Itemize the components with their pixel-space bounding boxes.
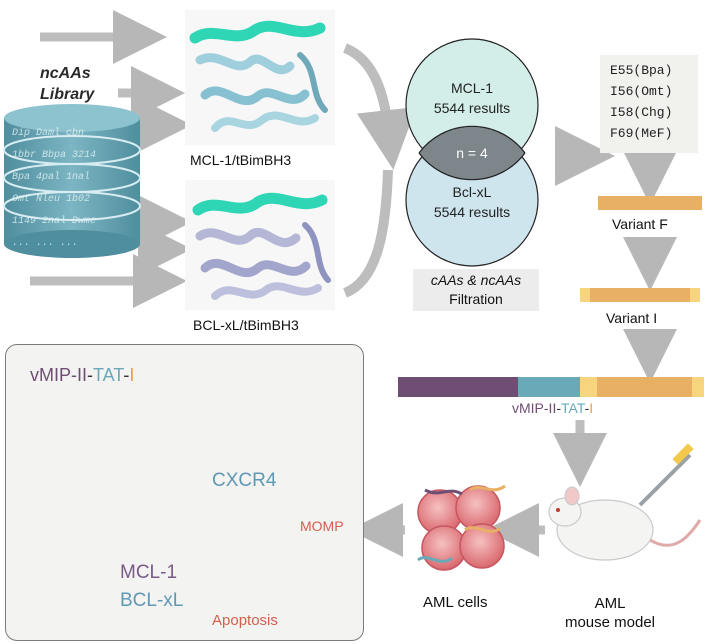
bclxl-structure-image — [185, 180, 335, 310]
mechanism-title-part-1: vMIP-II — [30, 365, 87, 385]
mutation-1: E55(Bpa) — [610, 63, 673, 78]
venn-top-results: 5544 results — [433, 100, 511, 116]
construct-part-2: TAT — [561, 400, 585, 416]
mcl1-target-label: MCL-1 — [120, 562, 178, 583]
venn-bottom-label: Bcl-xL 5544 results — [422, 182, 522, 222]
bclxl-target-label: BCL-xL — [120, 590, 184, 611]
structure-to-venn-arrows — [342, 43, 417, 298]
mechanism-panel — [5, 344, 364, 641]
library-title-2: Library — [40, 86, 95, 103]
database-row: 1149 2nal Dwme — [12, 216, 97, 227]
construct-sep-2: - — [584, 400, 590, 416]
filtration-line-2: Filtration — [449, 291, 503, 307]
aml-model-label: AML mouse model — [555, 594, 665, 632]
mechanism-title-part-2: TAT — [93, 365, 124, 385]
mechanism-title-sep-2: - — [123, 365, 130, 385]
database-row: ... ... ... — [12, 238, 79, 249]
venn-bottom-results: 5544 results — [433, 204, 511, 220]
database-row: Dip Daml cbn — [12, 128, 85, 139]
pipeline-down-arrows — [553, 151, 677, 487]
construct-sep-1: - — [556, 400, 562, 416]
construct-label: vMIP-II-TAT-I — [512, 400, 593, 416]
mechanism-title-part-3: I — [129, 365, 135, 385]
library-input-arrows — [30, 10, 192, 308]
database-row: 1bbr Bbpa 3214 — [12, 150, 97, 161]
venn-overlap-count: n = 4 — [456, 145, 488, 161]
library-title-1: ncAAs — [40, 65, 91, 82]
mcl1-structure-label: MCL-1/tBimBH3 — [190, 152, 292, 168]
variant-f-bar — [598, 196, 702, 210]
mechanism-title: vMIP-II-TAT-I — [30, 365, 134, 386]
mutations-box: E55(Bpa) I56(Omt) I58(Chg) F69(MeF) — [600, 55, 698, 153]
venn-diagram — [405, 38, 539, 267]
mutation-4: F69(MeF) — [610, 126, 673, 141]
database-row: Bpa 4pal 1nal — [12, 172, 91, 183]
filtration-line-1: cAAs & ncAAs — [430, 272, 522, 288]
aml-model-line-1: AML — [594, 595, 626, 612]
cxcr4-label: CXCR4 — [212, 470, 277, 491]
venn-top-name: MCL-1 — [450, 80, 493, 96]
aml-model-line-2: mouse model — [564, 614, 656, 631]
mutation-3: I58(Chg) — [610, 105, 673, 120]
aml-cells-illustration — [417, 484, 506, 571]
mutation-2: I56(Omt) — [610, 84, 673, 99]
variant-f-label: Variant F — [612, 216, 668, 232]
momp-label: MOMP — [300, 518, 344, 534]
construct-part-3: I — [589, 400, 594, 416]
venn-bottom-name: Bcl-xL — [452, 184, 492, 200]
database-row: Omt Nleu 1b02 — [12, 194, 91, 205]
apoptosis-label: Apoptosis — [212, 612, 278, 629]
variant-i-bar — [580, 288, 700, 302]
mcl1-structure-image — [185, 10, 335, 145]
aml-cells-label: AML cells — [423, 594, 488, 611]
filtration-box: cAAs & ncAAs Filtration — [413, 269, 539, 311]
venn-top-label: MCL-1 5544 results — [422, 78, 522, 118]
construct-bar — [398, 377, 704, 397]
variant-i-label: Variant I — [606, 310, 658, 326]
construct-part-1: vMIP-II — [512, 400, 557, 416]
mouse-illustration — [548, 443, 702, 561]
bclxl-structure-label: BCL-xL/tBimBH3 — [193, 317, 299, 333]
mechanism-title-sep-1: - — [87, 365, 93, 385]
database-icon — [3, 104, 141, 258]
